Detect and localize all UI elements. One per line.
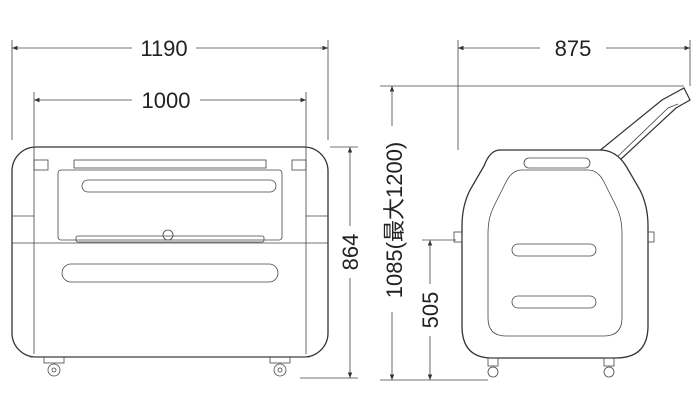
front-lid-rim [73,159,267,169]
side-caster-right [603,357,615,378]
front-caster-right [269,356,291,377]
dim-side-total-height [380,85,684,381]
front-caster-left [43,356,65,377]
side-view [453,87,691,378]
label-side-opening-height: 505 [418,292,443,329]
side-lower-slot [511,295,597,309]
side-body-outline [461,149,649,359]
front-lid-knob [162,229,174,241]
front-lower-slot [61,263,279,283]
front-view [11,146,329,377]
label-front-inner-width: 1000 [142,88,191,113]
label-front-total-width: 1190 [140,36,187,61]
dim-side-depth [457,40,691,150]
label-side-depth: 875 [555,36,592,61]
side-caster-left [487,357,499,378]
dim-front-total-width [11,40,329,140]
dim-front-height [300,146,358,379]
side-inner-panel [487,169,623,337]
front-top-slot [81,179,277,193]
side-top-slot [523,157,591,169]
front-body-outline [11,146,329,358]
label-front-height: 864 [338,234,363,271]
dim-side-opening-height [422,239,456,380]
label-side-total-height: 1085(最大1200) [382,142,407,299]
side-middle-slot [511,243,597,257]
side-handle [597,87,691,161]
dim-front-inner-width [33,92,307,158]
